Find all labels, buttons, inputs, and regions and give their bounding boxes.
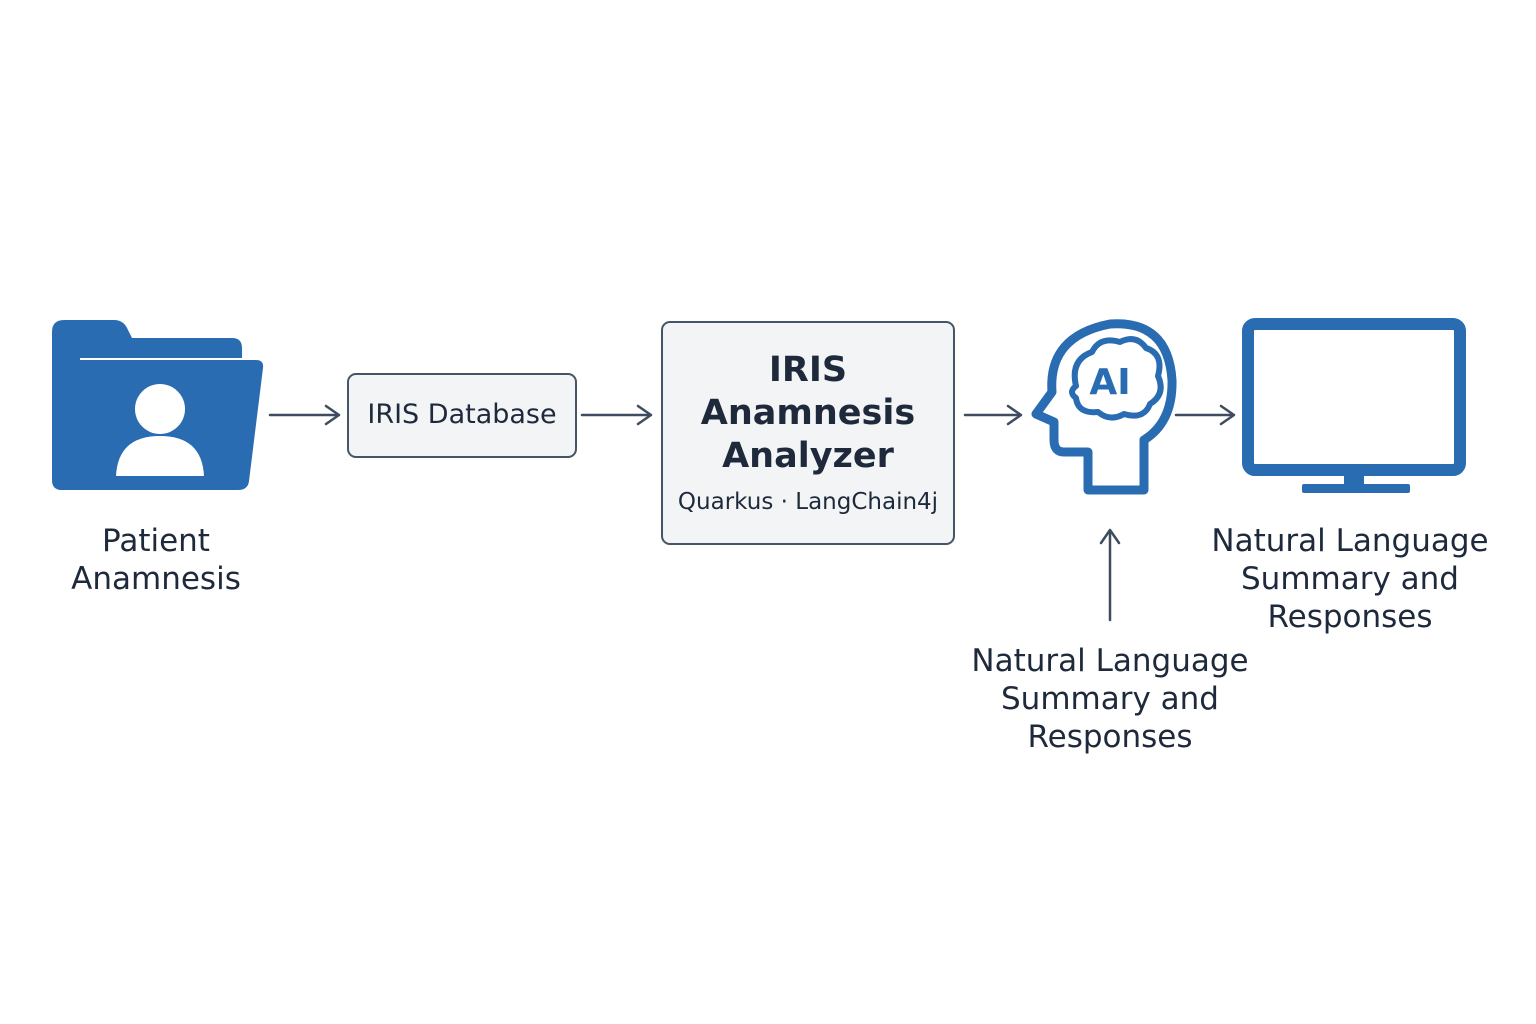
analyzer-subtitle: Quarkus · LangChain4j	[677, 489, 939, 515]
ai-icon-text: AI	[1089, 362, 1130, 403]
patient-folder-icon	[52, 320, 264, 490]
iris-database-label: IRIS Database	[367, 399, 557, 430]
monitor-icon	[1242, 318, 1466, 493]
monitor-label: Natural Language Summary and Responses	[1211, 523, 1489, 635]
arrow-analyzer-to-ai	[963, 404, 1023, 426]
arrow-database-to-analyzer	[580, 404, 653, 426]
iris-database-box[interactable]: IRIS Database	[347, 373, 577, 458]
patient-label: Patient Anamnesis	[71, 523, 241, 597]
arrow-label-to-ai	[1099, 528, 1121, 622]
ai-head-icon: AI	[1031, 319, 1177, 495]
arrow-patient-to-database	[268, 404, 341, 426]
anamnesis-analyzer-box[interactable]: IRIS Anamnesis Analyzer Quarkus · LangCh…	[661, 321, 955, 545]
arrow-ai-to-monitor	[1174, 404, 1236, 426]
ai-label: Natural Language Summary and Responses	[971, 643, 1249, 755]
analyzer-title: IRIS Anamnesis Analyzer	[700, 350, 916, 476]
